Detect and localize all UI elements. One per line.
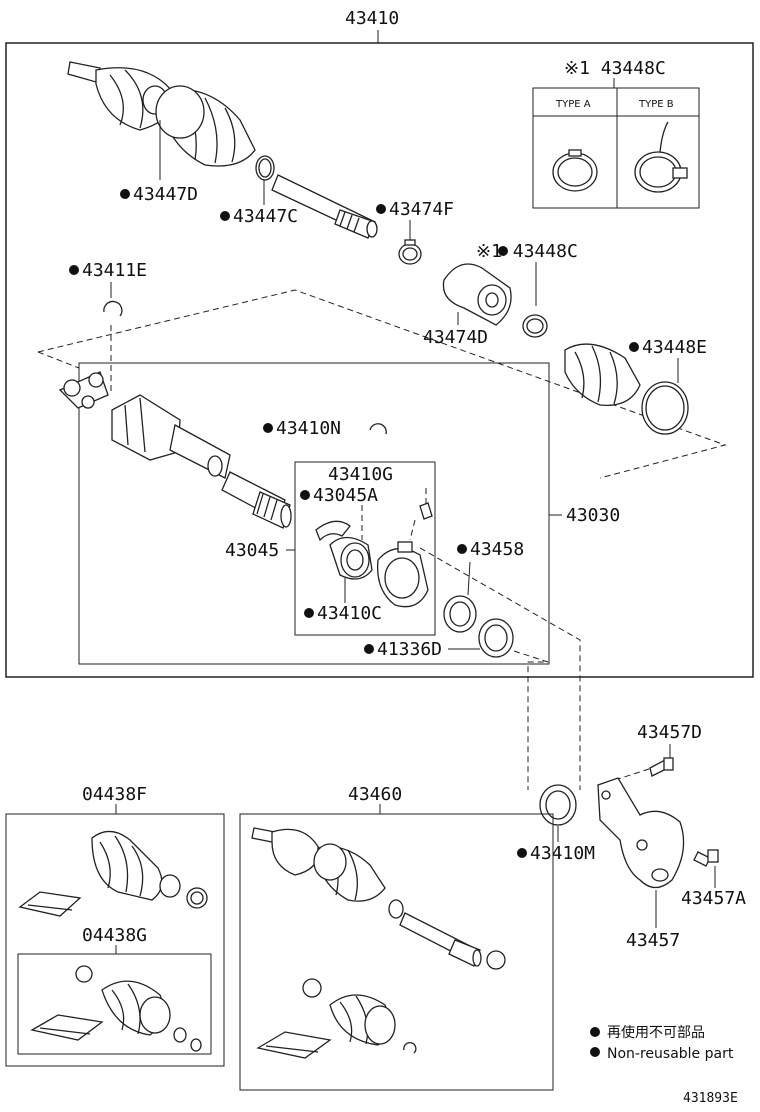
boot-kit-clamp bbox=[186, 887, 208, 909]
label-41336D: 41336D bbox=[377, 639, 442, 660]
label-43458: 43458 bbox=[470, 539, 524, 560]
outer-boot bbox=[155, 85, 256, 167]
label-04438G: 04438G bbox=[82, 925, 147, 946]
label-43410: 43410 bbox=[345, 8, 399, 29]
inner-shaft-frame bbox=[78, 362, 550, 665]
seal-43458 bbox=[443, 595, 477, 633]
label-43447C: 43447C bbox=[233, 206, 298, 227]
bearing-bracket-ring bbox=[376, 541, 429, 608]
boot-kit-inner-frame bbox=[17, 953, 212, 1055]
grease-pack-3 bbox=[256, 1031, 332, 1059]
damper-43474D bbox=[442, 263, 512, 326]
label-43045A: 43045A bbox=[313, 485, 378, 506]
main-assembly-frame bbox=[5, 42, 754, 678]
bearing-assy-frame bbox=[294, 461, 436, 636]
shaft-assy-2-ring bbox=[486, 950, 506, 970]
type-a-label: TYPE A bbox=[555, 99, 591, 110]
shaft-assy-2-shaft bbox=[399, 912, 482, 967]
inner-boot-43448E bbox=[564, 343, 689, 435]
inner-tripod-joint bbox=[58, 371, 109, 409]
inner-kit-clamp-top bbox=[75, 965, 93, 983]
label-43474D: 43474D bbox=[423, 327, 488, 348]
clamp-type-table bbox=[532, 87, 700, 209]
label-43410G: 43410G bbox=[328, 464, 393, 485]
shaft-assy-2-snap-ring bbox=[403, 1042, 417, 1054]
label-43457: 43457 bbox=[626, 930, 680, 951]
label-43045: 43045 bbox=[225, 540, 279, 561]
label-43448C-mid: ※1 43448C bbox=[476, 241, 578, 262]
label-43457D: 43457D bbox=[637, 722, 702, 743]
bearing-41336D bbox=[478, 618, 514, 658]
label-43448C-ref: ※1 43448C bbox=[564, 58, 666, 79]
pin-43410G bbox=[419, 502, 433, 520]
outer-shaft bbox=[271, 174, 378, 239]
snap-ring-43410N bbox=[369, 423, 387, 435]
label-43474F: 43474F bbox=[389, 199, 454, 220]
bearing-43410M bbox=[539, 784, 577, 826]
label-43447D: 43447D bbox=[133, 184, 198, 205]
grease-pack-1 bbox=[18, 891, 82, 917]
inner-kit-boot bbox=[101, 980, 171, 1036]
label-43457A: 43457A bbox=[681, 888, 746, 909]
dashed-plane bbox=[37, 289, 727, 479]
bearing-43410C bbox=[329, 536, 373, 580]
bolt-43457A bbox=[693, 849, 719, 867]
inner-shaft-43030 bbox=[111, 394, 292, 529]
label-43410M: 43410M bbox=[530, 843, 595, 864]
label-04438F: 04438F bbox=[82, 784, 147, 805]
bracket-43457 bbox=[597, 777, 685, 889]
label-43410N: 43410N bbox=[276, 418, 341, 439]
retainer-43045A bbox=[315, 520, 351, 542]
shaft-assy-2-joint bbox=[251, 827, 386, 902]
clamp-type-b bbox=[634, 121, 688, 193]
shaft-assy-2-clamp-small bbox=[302, 978, 322, 998]
boot-kit-outer-boot bbox=[91, 830, 181, 901]
bolt-43457D bbox=[649, 757, 674, 777]
label-43411E: 43411E bbox=[82, 260, 147, 281]
legend-line-2: Non-reusable part bbox=[607, 1046, 734, 1062]
inner-kit-ring-2 bbox=[190, 1038, 202, 1052]
label-43460: 43460 bbox=[348, 784, 402, 805]
grease-pack-2 bbox=[30, 1014, 104, 1041]
label-43030: 43030 bbox=[566, 505, 620, 526]
snap-ring-43411E bbox=[103, 300, 123, 317]
type-b-label: TYPE B bbox=[638, 99, 674, 110]
label-43448E: 43448E bbox=[642, 337, 707, 358]
shaft-assy-2-clamp bbox=[388, 899, 404, 919]
label-43410C: 43410C bbox=[317, 603, 382, 624]
boot-kit-frame bbox=[5, 813, 225, 1067]
inner-kit-ring-1 bbox=[173, 1027, 187, 1043]
legend-line-1: 再使用不可部品 bbox=[607, 1024, 705, 1041]
shaft-assy-2-frame bbox=[239, 813, 554, 1091]
small-clamp-43474F bbox=[398, 239, 422, 265]
clamp-43448C bbox=[522, 314, 548, 338]
outer-cv-joint bbox=[67, 61, 176, 131]
shaft-assy-2-boot bbox=[329, 994, 396, 1046]
diagram-id: 431893E bbox=[683, 1091, 738, 1106]
clamp-type-a bbox=[552, 149, 598, 192]
